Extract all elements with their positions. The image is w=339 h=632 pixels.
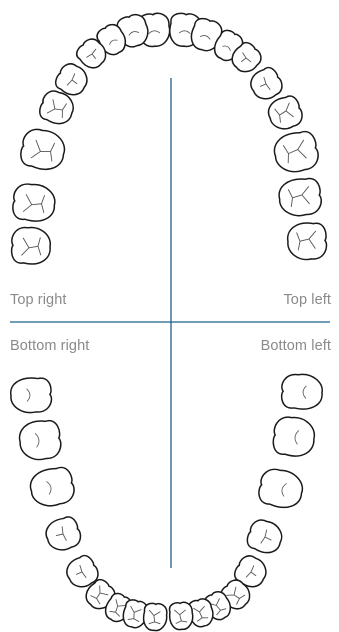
label-top-left: Top left	[283, 292, 331, 308]
tooth-lower-right-wisdom	[143, 603, 168, 632]
label-top-right: Top right	[10, 292, 67, 308]
tooth-upper-left-third-molar	[278, 177, 323, 218]
tooth-outline	[11, 182, 56, 223]
tooth-lower-right-first-premolar	[42, 514, 83, 554]
tooth-upper-left-second-molar	[271, 129, 320, 175]
tooth-lower-left-lateral-incisor	[272, 415, 316, 457]
tooth-outline	[10, 377, 52, 413]
tooth-lower-left-first-premolar	[244, 517, 285, 557]
tooth-lower-left-canine	[256, 466, 305, 511]
tooth-upper-left-first-molar	[265, 93, 305, 133]
tooth-outline	[287, 222, 327, 260]
tooth-upper-right-second-molar	[18, 127, 67, 173]
tooth-outline	[271, 129, 320, 175]
tooth-upper-right-wisdom	[11, 227, 51, 265]
tooth-upper-right-third-molar	[11, 182, 56, 223]
tooth-outline	[18, 419, 62, 461]
tooth-outline	[272, 415, 316, 457]
tooth-lower-right-central-incisor	[10, 377, 52, 413]
upper-arch	[11, 12, 327, 265]
tooth-lower-right-lateral-incisor	[18, 419, 62, 461]
label-bottom-left: Bottom left	[261, 338, 331, 354]
tooth-outline	[281, 374, 323, 410]
tooth-outline	[143, 603, 168, 632]
tooth-outline	[169, 602, 194, 631]
tooth-outline	[256, 466, 305, 511]
lower-arch	[10, 374, 323, 631]
label-bottom-right: Bottom right	[10, 338, 89, 354]
tooth-outline	[11, 227, 51, 265]
tooth-upper-left-wisdom	[287, 222, 327, 260]
tooth-outline	[18, 127, 67, 173]
tooth-lower-right-canine	[28, 465, 77, 510]
tooth-outline	[265, 93, 305, 133]
tooth-lower-left-wisdom	[169, 602, 194, 631]
tooth-outline	[278, 177, 323, 218]
tooth-lower-left-central-incisor	[281, 374, 323, 410]
tooth-outline	[28, 465, 77, 510]
